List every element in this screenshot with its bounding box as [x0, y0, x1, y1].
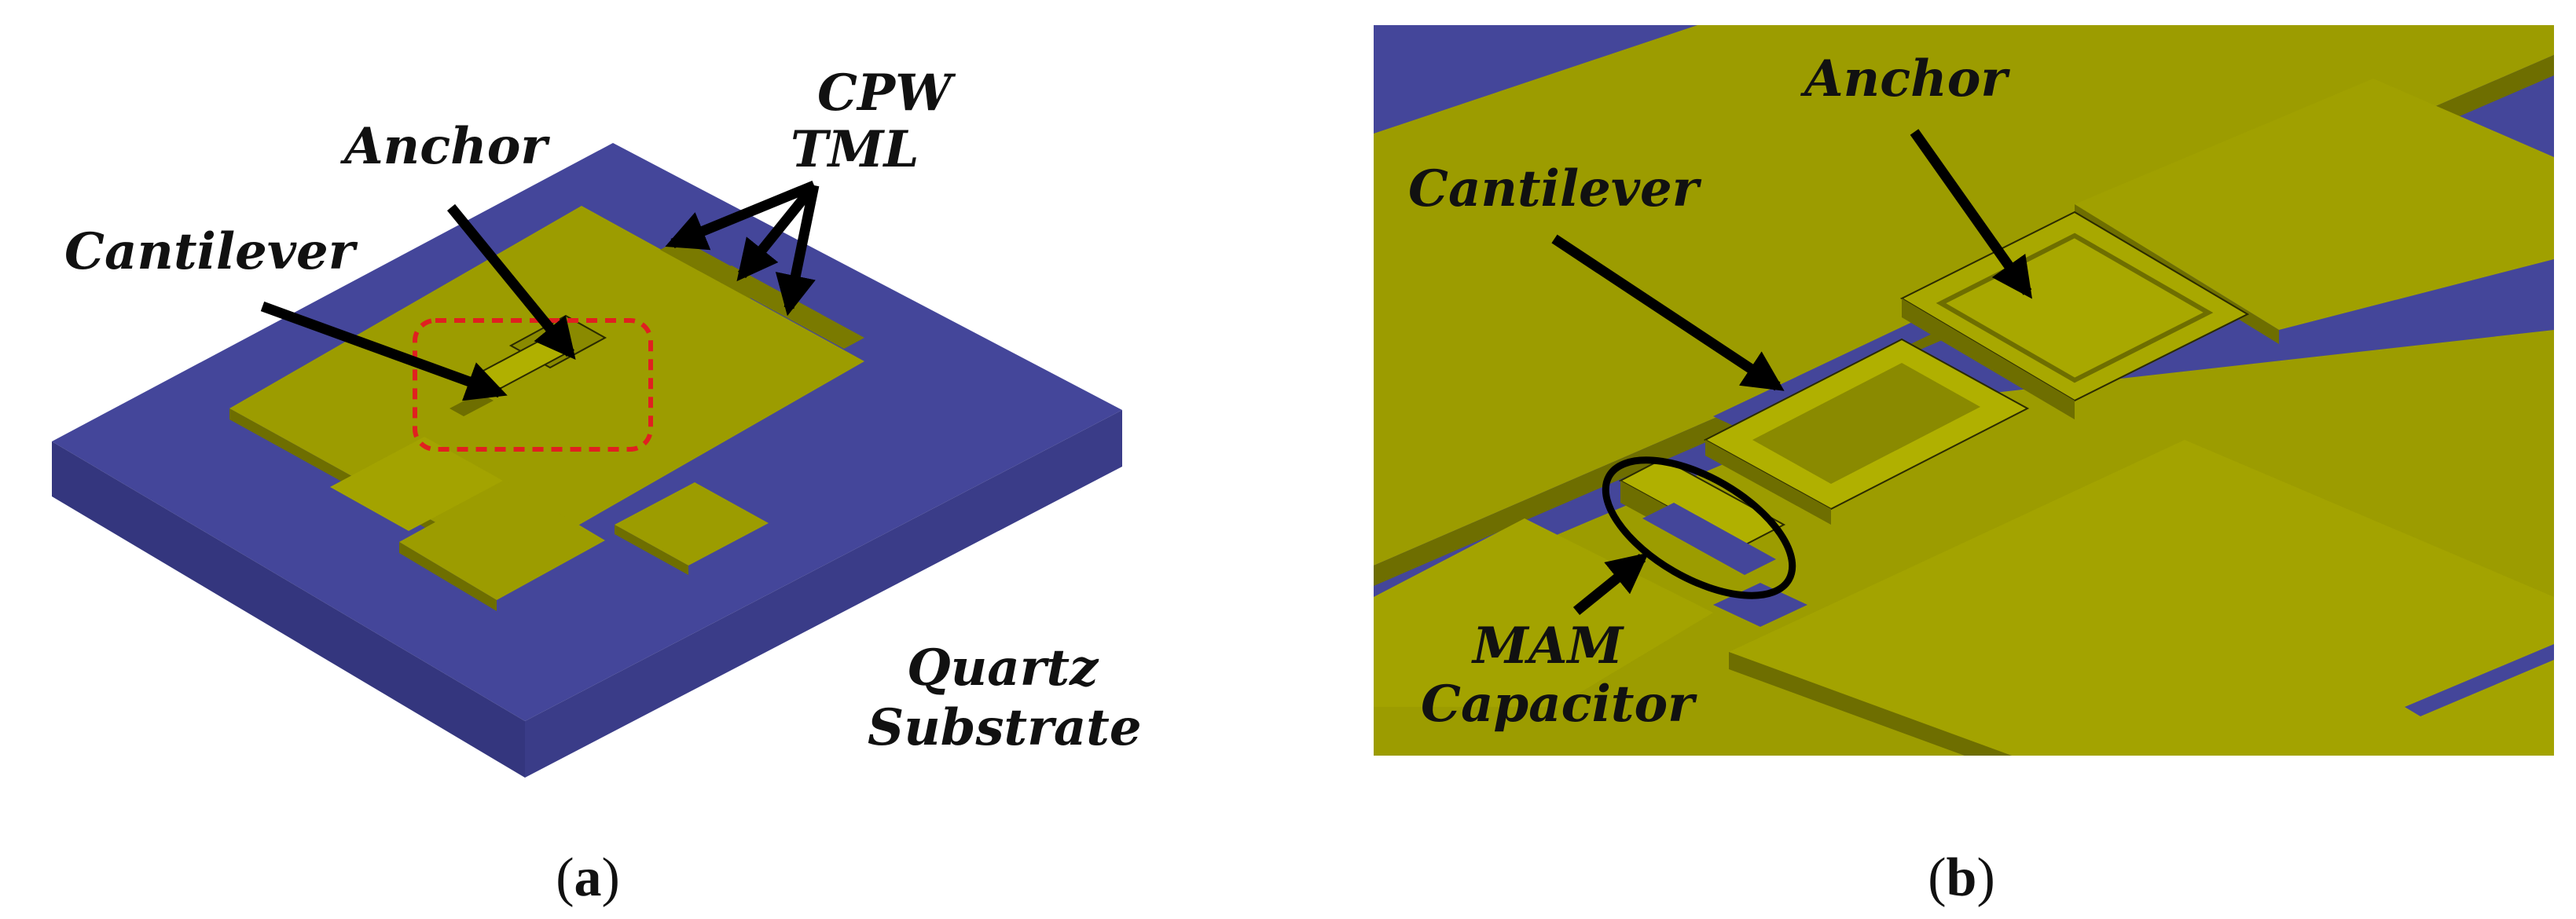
- signal-pad-bottom-side: [399, 542, 497, 611]
- metal-lower-right-pad: [1729, 440, 2554, 756]
- cantilever-side: [1705, 440, 1831, 525]
- arrow-cpw-3: [775, 184, 820, 317]
- metal-lower-left: [1374, 518, 1713, 707]
- arrow-cantilever: [260, 301, 508, 401]
- ground-pad-bottom-left: [330, 437, 503, 531]
- label-anchor-a: Anchor: [340, 117, 550, 176]
- anchor-frame: [1899, 211, 2250, 402]
- panel-b-arrows: [1551, 129, 2032, 616]
- arrow-cpw-2: [736, 181, 819, 282]
- label-mam: MAM: [1471, 617, 1625, 676]
- anchor-frame-side: [1902, 298, 2075, 419]
- arrow-anchor: [446, 203, 576, 361]
- signal-pad-bottom: [399, 482, 605, 600]
- metal-right-pad: [2075, 79, 2554, 330]
- label-quartz: Quartz: [907, 639, 1099, 697]
- label-tml: TML: [791, 120, 919, 179]
- arrow-cantilever-b: [1551, 234, 1785, 391]
- small-pad-right: [615, 482, 769, 566]
- highlight-box: [413, 318, 653, 452]
- metal-lower-right-edge: [1729, 652, 2012, 756]
- cantilever-slot: [1752, 363, 1980, 484]
- gap-3: [2405, 644, 2554, 716]
- caption-a: (a): [556, 848, 620, 908]
- substrate-right-face: [525, 410, 1122, 778]
- arrow-mam-b: [1572, 552, 1649, 616]
- label-anchor-b: Anchor: [1800, 49, 2010, 108]
- label-cantilever-b: Cantilever: [1408, 159, 1702, 218]
- arrow-cpw-1: [665, 180, 816, 251]
- label-cpw: CPW: [817, 64, 956, 123]
- panel-a-device-overview: CPW TML Anchor Cantilever Quartz Substra…: [52, 64, 1142, 908]
- caption-b: (b): [1928, 848, 1995, 908]
- substrate-left-face: [52, 441, 525, 778]
- mam-capacitor-base: [1642, 503, 1776, 575]
- panel-b-zoomed-detail: Anchor Cantilever MAM Capacitor (b): [1374, 25, 2554, 908]
- label-cantilever-a: Cantilever: [64, 222, 358, 281]
- label-substrate: Substrate: [868, 698, 1142, 757]
- panel-a-arrows: [260, 180, 820, 401]
- label-capacitor: Capacitor: [1421, 675, 1697, 734]
- small-pad-right-side: [615, 525, 688, 575]
- arrow-anchor-b: [1910, 129, 2032, 299]
- mam-highlight-ellipse: [1602, 456, 1796, 599]
